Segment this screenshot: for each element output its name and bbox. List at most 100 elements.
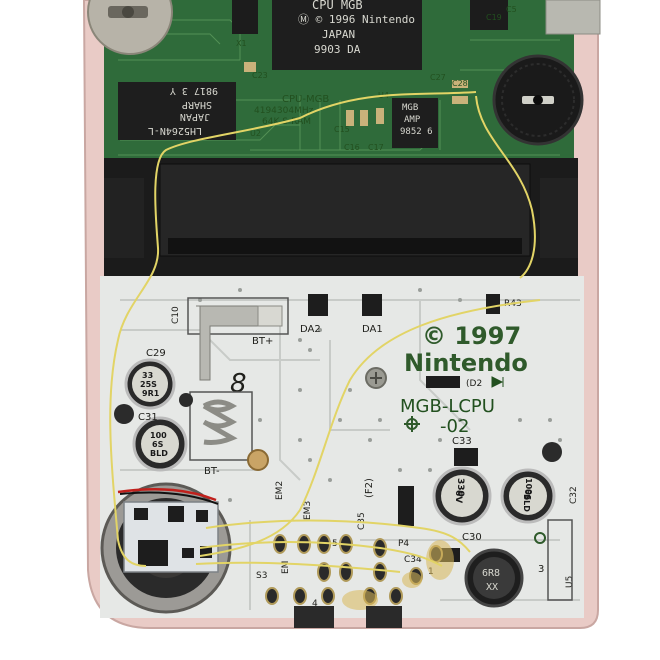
- label-c35: C35: [357, 512, 367, 530]
- silk-copyright: © 1997: [422, 322, 521, 350]
- label-em: EM: [281, 561, 291, 574]
- trim-part-left-2: [179, 393, 193, 407]
- u5-chip: [547, 519, 573, 601]
- bottom-jack-left: [294, 606, 334, 628]
- upper-ic-right: [470, 0, 508, 30]
- cpu-chip-line3: JAPAN: [322, 28, 355, 41]
- silk-model-line1: MGB-LCPU: [400, 396, 495, 417]
- mgb-amp-chip: MGB AMP 9852 6: [392, 98, 438, 148]
- inductor-line1: 6R8: [482, 568, 500, 579]
- copper-pad: [247, 449, 269, 471]
- label-em2: EM2: [275, 481, 285, 500]
- silk-c28: C28: [452, 79, 468, 88]
- label-da1: DA1: [362, 324, 383, 335]
- ram-chip-line2: SHARP: [182, 99, 212, 110]
- registration-mark-icon-2: [534, 532, 546, 544]
- label-f2: (F2): [364, 478, 375, 498]
- cpu-chip-line1: CPU MGB: [312, 0, 363, 12]
- label-da2: DA2: [300, 324, 321, 335]
- audio-mod-board: [123, 501, 219, 573]
- volume-dial: [492, 54, 584, 146]
- label-bt-plus: BT+: [252, 336, 273, 347]
- c33-big-line1: 330: [455, 478, 465, 497]
- c29-line1: 33: [142, 371, 153, 380]
- upper-ic-small: [232, 0, 258, 34]
- cpu-chip-line2: Ⓜ © 1996 Nintendo: [298, 13, 415, 26]
- trim-part-left: [114, 404, 134, 424]
- trim-part-right: [542, 442, 562, 462]
- mgb-chip-line3: 9852 6: [400, 127, 433, 137]
- label-c29: C29: [146, 348, 166, 359]
- lower-board-vias: [198, 288, 562, 502]
- silk-model-line2: -02: [440, 416, 469, 437]
- silk-x1: X1: [236, 39, 247, 48]
- registration-mark-icon: [404, 416, 420, 432]
- inductor-line2: XX: [486, 582, 498, 593]
- silk-c5: C5: [506, 5, 517, 14]
- c33-big-line2: 6V: [453, 490, 463, 503]
- label-c31: C31: [138, 412, 158, 423]
- cpu-chip-line4: 9903 DA: [314, 43, 361, 56]
- link-port-shield: [545, 0, 601, 35]
- f2-fuse: [398, 486, 414, 526]
- flux-residue: [342, 540, 454, 610]
- c32-big-line3: BLD: [522, 494, 531, 512]
- label-c30: C30: [462, 532, 482, 543]
- silk-clock: 4194304MHz: [254, 106, 314, 116]
- label-c34: C34: [404, 555, 422, 565]
- mgb-chip-line2: AMP: [404, 115, 421, 125]
- silk-c19: C19: [486, 13, 502, 22]
- silk-c15: C15: [334, 125, 350, 134]
- ram-chip-line3: JAPAN: [180, 111, 210, 122]
- label-digit-8: 8: [230, 369, 247, 399]
- bottom-jack-right: [366, 606, 402, 628]
- label-digit-4: 4: [312, 599, 318, 609]
- c33-smd: [454, 448, 478, 466]
- mgb-chip-line1: MGB: [402, 103, 418, 113]
- silk-c27: C27: [430, 73, 446, 82]
- c32-big-line2: 6S: [523, 489, 532, 501]
- battery-terminal-minus: [189, 391, 253, 461]
- c32-big-line1: 100: [524, 478, 533, 495]
- c29-line2: 25S: [140, 380, 157, 389]
- c31-line3: BLD: [150, 449, 168, 458]
- silk-c17: C17: [368, 143, 384, 152]
- ram-chip-line4: LH5264N-L: [148, 125, 202, 136]
- red-wire: [117, 487, 217, 502]
- c31-line1: 100: [150, 431, 167, 440]
- ram-chip-line1: 9817 3 Y: [170, 85, 218, 96]
- da2-chip: [308, 294, 328, 316]
- silk-c16: C16: [344, 143, 360, 152]
- label-c33: C33: [452, 436, 472, 447]
- silk-u2: U2: [250, 129, 261, 138]
- silk-cpu-label: CPU-MGB: [282, 94, 329, 105]
- label-digit-3: 3: [538, 564, 544, 575]
- label-bt-minus: BT-: [204, 466, 220, 477]
- cartridge-slot-lip: [168, 238, 522, 254]
- green-board-smd: [244, 62, 468, 126]
- contrast-dial-center: [122, 6, 134, 18]
- battery-terminal-plus: [187, 297, 289, 381]
- yellow-mod-wires: [109, 91, 541, 573]
- label-c32: C32: [569, 486, 579, 504]
- silk-c23: C23: [252, 71, 268, 80]
- capacitor-c33-big: 330 6V: [432, 466, 492, 526]
- connector-right-wing: [540, 178, 578, 258]
- c31-line2: 6S: [152, 440, 164, 449]
- r43-chip: [486, 294, 500, 314]
- label-u5: U5: [565, 576, 575, 588]
- cpu-chip: CPU MGB Ⓜ © 1996 Nintendo JAPAN 9903 DA: [272, 0, 422, 70]
- capacitor-c31: 100 6S BLD: [132, 416, 188, 472]
- c29-line3: 9R1: [142, 389, 160, 398]
- da1-chip: [362, 294, 382, 316]
- ram-chip: 9817 3 Y SHARP JAPAN LH5264N-L: [118, 82, 236, 140]
- label-s3: S3: [256, 571, 267, 581]
- label-c10: C10: [171, 306, 181, 324]
- d2-arrow-icon: [491, 376, 504, 388]
- label-d2: (D2: [466, 379, 482, 389]
- silk-brand: Nintendo: [404, 349, 528, 377]
- connector-left-wing: [104, 178, 144, 258]
- label-em3: EM3: [303, 501, 313, 520]
- label-p4: P4: [398, 539, 409, 549]
